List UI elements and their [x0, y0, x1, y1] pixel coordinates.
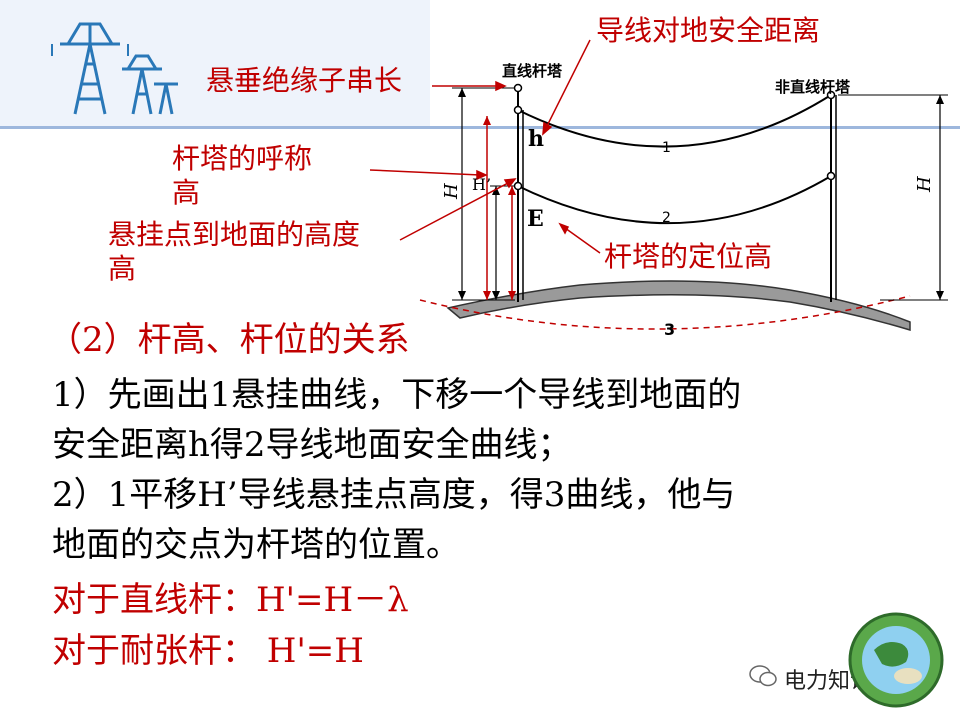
curve-3 — [419, 295, 911, 330]
curve-1 — [517, 94, 832, 148]
header-rule — [0, 126, 960, 129]
suspension-height-label-2: 高 — [108, 252, 137, 285]
power-tower-logo-icon — [51, 22, 178, 115]
body-line-3: 2）1平移H’导线悬挂点高度，得3曲线，他与 — [52, 475, 736, 515]
curve-1-label: 1 — [662, 140, 671, 156]
h-right-label: H — [914, 176, 935, 193]
safe-distance-label: 导线对地安全距离 — [596, 14, 821, 47]
curve-2-label: 2 — [662, 210, 671, 226]
nominal-height-label-2: 高 — [172, 176, 201, 209]
h-prime-label: H’ — [472, 175, 491, 194]
wechat-icon — [749, 665, 777, 687]
insulator-length-label: 悬垂绝缘子串长 — [206, 64, 403, 97]
non-straight-tower-label: 非直线杆塔 — [775, 78, 851, 96]
body-line-1: 1）先画出1悬挂曲线，下移一个导线到地面的 — [52, 375, 742, 415]
tower-sag-diagram: 直线杆塔 非直线杆塔 h H’ E H H 1 2 3 — [369, 39, 948, 339]
h-left-label: H — [441, 183, 462, 200]
e-label: E — [527, 206, 544, 232]
h-label: h — [528, 126, 544, 152]
curve-2 — [517, 175, 832, 225]
body-line-4: 地面的交点为杆塔的位置。 — [52, 525, 460, 565]
ground-profile — [446, 280, 911, 332]
suspension-height-label: 悬挂点到地面的高度 — [108, 218, 361, 251]
globe-logo-icon — [848, 612, 944, 708]
formula-straight: 对于直线杆：H'=H－λ — [52, 580, 409, 620]
body-line-2: 安全距离h得2导线地面安全曲线； — [52, 425, 572, 465]
section-title: （2）杆高、杆位的关系 — [48, 320, 410, 360]
positioning-height-label: 杆塔的定位高 — [604, 240, 773, 273]
straight-tower-label: 直线杆塔 — [502, 62, 563, 80]
formula-tension: 对于耐张杆： H'=H — [52, 631, 364, 671]
curve-3-label: 3 — [664, 320, 675, 339]
nominal-height-label: 杆塔的呼称 — [172, 142, 313, 175]
header-band — [0, 0, 430, 128]
